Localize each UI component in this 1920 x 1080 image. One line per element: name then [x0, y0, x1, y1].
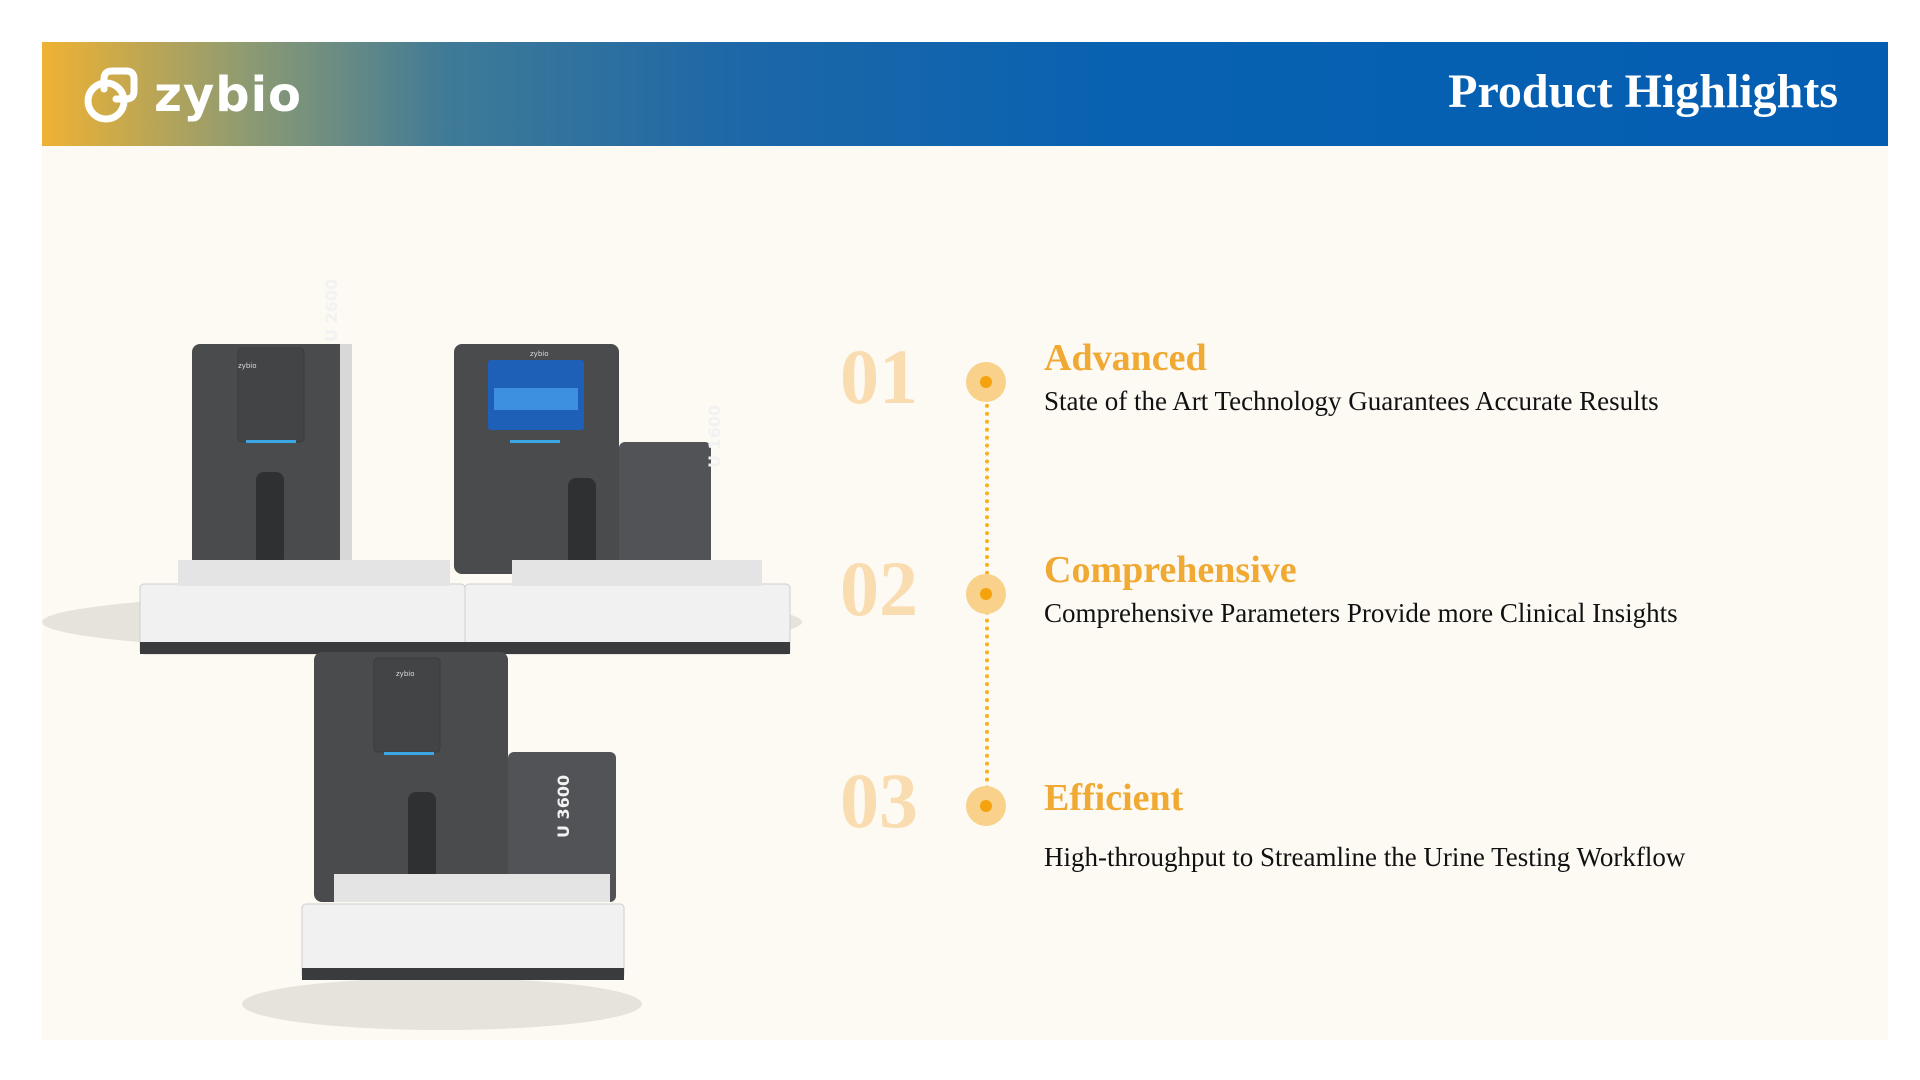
timeline-dot	[966, 574, 1006, 614]
svg-text:zybio: zybio	[396, 670, 415, 678]
highlight-title: Advanced	[1044, 337, 1207, 379]
svg-text:zybio: zybio	[530, 350, 549, 358]
zybio-logo-icon	[84, 67, 138, 123]
highlight-description: Comprehensive Parameters Provide more Cl…	[1044, 598, 1678, 628]
timeline-dot	[966, 362, 1006, 402]
analyzer-single-image: zybio	[242, 652, 642, 1030]
logo-wordmark: zybio	[154, 67, 303, 123]
highlight-description: High-throughput to Streamline the Urine …	[1044, 842, 1686, 872]
highlight-number: 01	[840, 333, 918, 420]
highlight-number: 02	[840, 545, 918, 632]
page-title: Product Highlights	[1448, 65, 1838, 118]
machine-label-u1600: U 1600	[705, 404, 724, 468]
analyzer-pair-image: zybio zybio	[42, 344, 802, 655]
highlight-title: Efficient	[1044, 777, 1184, 819]
highlight-description: State of the Art Technology Guarantees A…	[1044, 386, 1659, 416]
slide: zybio Product Highlights zybio zybio	[42, 42, 1888, 1040]
brand-logo: zybio	[80, 60, 302, 130]
highlight-number: 03	[840, 757, 918, 844]
svg-text:zybio: zybio	[238, 362, 257, 370]
timeline-dot	[966, 786, 1006, 826]
header-banner: zybio Product Highlights	[42, 42, 1888, 146]
machine-label-u3600: U 3600	[554, 774, 573, 838]
machine-label-u2600: U 2600	[322, 278, 341, 342]
highlight-title: Comprehensive	[1044, 549, 1297, 591]
